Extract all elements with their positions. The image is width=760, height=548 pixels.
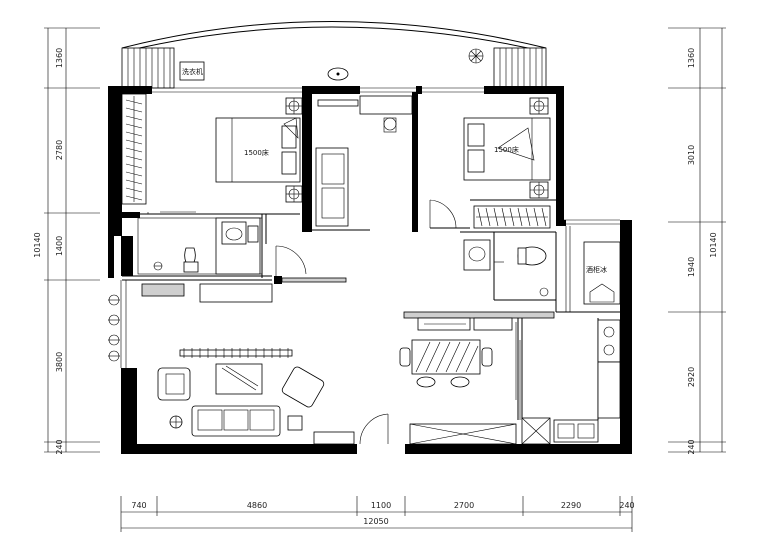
right-dim-total: 10140: [709, 232, 718, 257]
balcony-planter-left: [121, 47, 175, 89]
tv-cabinet: [179, 349, 293, 357]
hall-cabinet: [141, 283, 185, 297]
plant-icon: [468, 48, 484, 64]
left-dim-3: 1400: [55, 236, 64, 256]
armchair-left: [157, 367, 191, 401]
sofa: [191, 405, 281, 437]
second-sink: [463, 239, 491, 271]
left-dim-4: 3800: [55, 352, 64, 372]
bed-right-label: 1500床: [494, 145, 519, 154]
utility-room: 酒柜冰: [565, 226, 621, 312]
study-desk: [359, 95, 413, 115]
balcony-planter-right: [493, 47, 547, 89]
second-bathroom: [463, 239, 549, 297]
right-dim-1: 1360: [687, 48, 696, 68]
study: [315, 95, 413, 227]
left-dim-total: 10140: [33, 232, 42, 257]
fridge-label: 酒柜冰: [586, 265, 607, 274]
bottom-dim-1: 740: [131, 501, 146, 510]
shoe-cabinet: [313, 431, 355, 445]
living-room: [108, 283, 389, 445]
bottom-dim-2: 4860: [247, 501, 267, 510]
right-bedroom: 1500床: [429, 97, 551, 229]
left-bedroom: 1500床: [121, 93, 303, 214]
right-dim-3: 1940: [687, 257, 696, 277]
side-table: [287, 415, 303, 431]
bottom-dim-6: 240: [619, 501, 634, 510]
fridge-icon: [589, 283, 615, 303]
bed-left-label: 1500床: [244, 148, 269, 157]
interior-walls: [122, 92, 620, 420]
sideboard-2: [473, 317, 513, 331]
right-dim-5: 240: [687, 439, 696, 454]
left-dim-5: 240: [55, 439, 64, 454]
right-dim-2: 3010: [687, 145, 696, 165]
left-dim-1: 1360: [55, 48, 64, 68]
study-chair: [383, 117, 397, 131]
right-dim-4: 2920: [687, 367, 696, 387]
plant-icon: [108, 294, 120, 362]
bottom-dim-total: 12050: [363, 517, 388, 526]
left-dim-2: 2780: [55, 140, 64, 160]
left-dimension-chain: 1360 2780 1400 3800 240 10140: [33, 27, 100, 455]
bathroom-sink: [221, 221, 247, 245]
kitchen: [515, 319, 621, 445]
dining-area: [399, 317, 517, 445]
dining-chair: [481, 347, 493, 367]
right-dimension-chain: 1360 3010 1940 2920 240 10140: [668, 27, 726, 455]
bottom-dim-3: 1100: [371, 501, 391, 510]
main-bathroom: [137, 217, 307, 276]
hall-console: [199, 283, 273, 303]
armchair-right: [281, 366, 325, 408]
second-drain: [539, 287, 549, 297]
dining-chair: [416, 376, 436, 388]
study-sofa: [315, 147, 349, 227]
stove: [597, 319, 621, 363]
bottom-dimension-chain: 740 4860 1100 2700 2290 240 12050: [120, 496, 635, 532]
bottom-dim-5: 2290: [561, 501, 581, 510]
dining-chair: [399, 347, 411, 367]
balcony: 洗衣机: [121, 21, 547, 89]
dining-table: [411, 339, 481, 375]
washer-label: 洗衣机: [182, 67, 203, 76]
kitchen-sink: [553, 419, 599, 443]
bottom-dim-4: 2700: [454, 501, 474, 510]
dining-chair: [450, 376, 470, 388]
exterior-walls: [108, 86, 632, 454]
washing-machine: [179, 61, 205, 81]
